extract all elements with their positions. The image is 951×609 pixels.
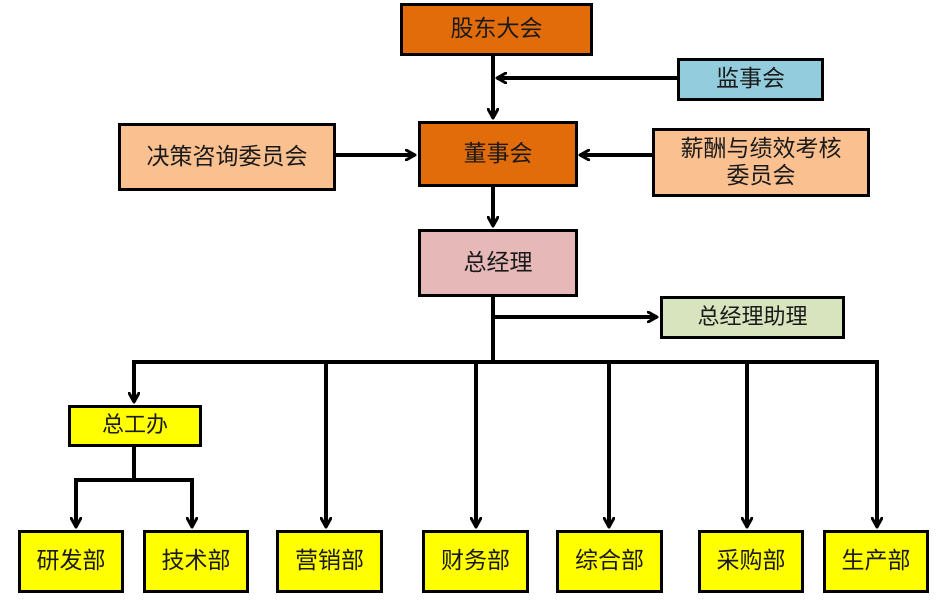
node-label: 薪酬与绩效考核 委员会 — [680, 136, 842, 189]
node-shareholders[interactable]: 股东大会 — [400, 3, 593, 56]
node-label: 营销部 — [295, 548, 364, 575]
node-label: 技术部 — [161, 548, 231, 575]
node-label: 董事会 — [463, 140, 533, 167]
node-gm-assistant[interactable]: 总经理助理 — [660, 296, 845, 339]
node-label: 决策咨询委员会 — [146, 143, 308, 170]
node-purchasing-dept[interactable]: 采购部 — [698, 530, 804, 593]
node-label: 采购部 — [716, 548, 786, 575]
node-decision-committee[interactable]: 决策咨询委员会 — [118, 123, 336, 191]
node-compensation-committee[interactable]: 薪酬与绩效考核 委员会 — [652, 128, 870, 197]
node-general-manager[interactable]: 总经理 — [418, 229, 578, 297]
node-label: 监事会 — [716, 66, 785, 93]
node-label: 总工办 — [101, 413, 168, 439]
node-label: 财务部 — [441, 548, 510, 575]
node-label: 股东大会 — [450, 16, 543, 43]
node-label: 生产部 — [841, 548, 911, 575]
node-label: 总经理助理 — [697, 304, 808, 330]
node-production-dept[interactable]: 生产部 — [823, 530, 929, 593]
node-label: 综合部 — [575, 548, 644, 575]
node-general-dept[interactable]: 综合部 — [556, 530, 663, 593]
node-label: 总经理 — [463, 249, 533, 276]
node-label: 研发部 — [36, 548, 106, 575]
node-marketing-dept[interactable]: 营销部 — [276, 530, 383, 593]
node-finance-dept[interactable]: 财务部 — [422, 530, 529, 593]
node-supervisors[interactable]: 监事会 — [677, 58, 824, 101]
node-chief-engineer-office[interactable]: 总工办 — [68, 405, 202, 447]
node-board[interactable]: 董事会 — [418, 121, 578, 187]
node-rd-dept[interactable]: 研发部 — [18, 530, 124, 593]
node-tech-dept[interactable]: 技术部 — [143, 530, 249, 593]
